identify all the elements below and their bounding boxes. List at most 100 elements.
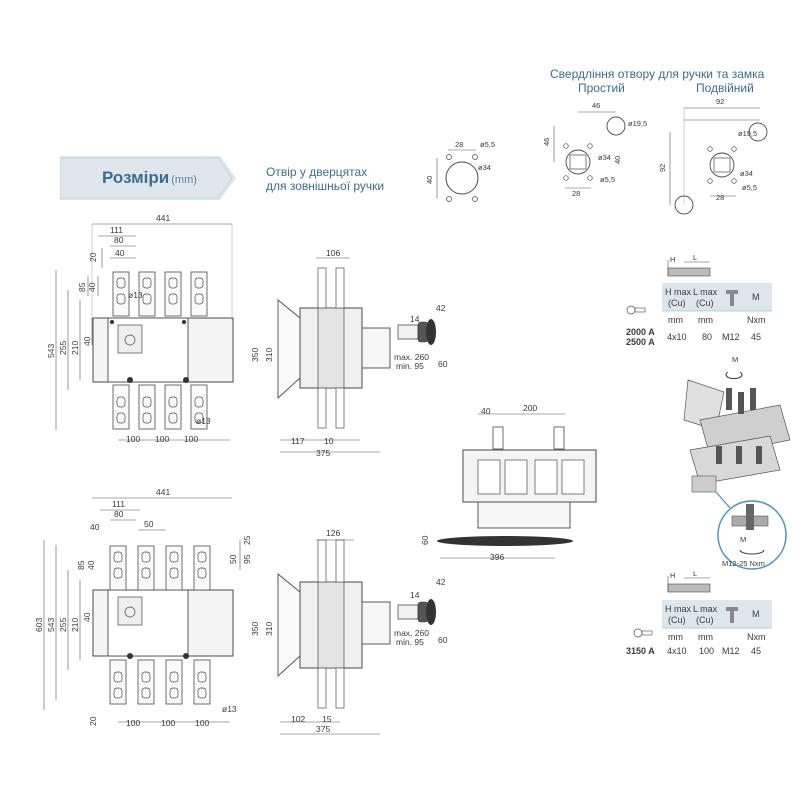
section-title: Розміри(mm) [102,168,197,187]
dim2-255: 255 [58,618,68,632]
dim2-95: 95 [242,554,252,564]
dim-top-40: 40 [481,406,491,416]
dim-100-c: 100 [184,434,198,444]
t1-row-label-1: 2000 A [626,327,655,337]
dim-drill-28: 28 [572,189,580,198]
dim-375: 375 [316,448,330,458]
door-hole-title: Отвір у дверцятах для зовнішньої ручки [266,165,384,193]
dim-d13-top: ø13 [128,290,143,300]
dim-door-40: 40 [425,176,434,184]
dim2-100-b: 100 [161,718,175,728]
dim-drill-46: 46 [592,101,600,110]
dim-drill-5-5: ø5,5 [600,175,615,184]
dim-40-mid: 40 [82,336,92,346]
t2-v-2: 100 [699,646,714,656]
dim2-375: 375 [316,724,330,734]
t1-h-m: M [752,292,760,302]
dim-drill-34: ø34 [598,153,611,162]
dim-drill2-5-5: ø5,5 [742,183,757,192]
dim2-50: 50 [144,519,154,529]
t2-h-hmax: H max [665,604,692,614]
side-view-3150a: 126 350 310 102 15 375 42 14 max. 260 mi… [250,528,448,735]
t2-h-hmax-cu: (Cu) [668,615,686,625]
dim-42: 42 [436,303,446,313]
terminal-table-3150a: H L H max (Cu) L max (Cu) M mm mm Nxm 31… [626,569,772,656]
t2-u-2: mm [698,632,713,642]
dim-drill2-28: 28 [716,193,724,202]
t1-v-3: M12 [722,332,740,342]
dim-117: 117 [291,436,305,446]
front-view-2000a: 441 111 80 40 20 85 40 543 255 210 40 ø1… [46,213,234,444]
t1-u-1: mm [668,315,683,325]
t1-h-lmax-cu: (Cu) [696,298,714,308]
dim-80: 80 [114,235,124,245]
dim2-40-side: 40 [86,560,96,570]
t1-v-4: 45 [751,332,761,342]
dim-door-5-5: ø5,5 [480,140,495,149]
dim2-100-c: 100 [195,718,209,728]
dim-40-top: 40 [115,248,125,258]
dim-100-a: 100 [126,434,140,444]
dim2-42: 42 [436,577,446,587]
t1-h-hmax: H max [665,287,692,297]
bolt-icon [726,607,738,623]
diag-m-top: M [732,355,738,364]
t2-u-4: Nxm [747,632,766,642]
dim-441: 441 [156,213,170,223]
dim2-543: 543 [46,618,56,632]
door-hole-detail: 28 40 ø5,5 ø34 [425,140,495,202]
drill-title: Свердління отвору для ручки та замка [550,67,765,81]
torque-label: M12-25 Nxm [722,559,765,568]
dim-210: 210 [70,341,80,355]
dim2-111: 111 [112,499,125,509]
dim-door-34: ø34 [478,163,491,172]
dim2-80: 80 [114,509,124,519]
dim-10: 10 [324,436,334,446]
section-banner [60,156,236,200]
diag-m-bottom: M [740,535,746,544]
dim-top-60: 60 [420,535,430,545]
t1-v-1: 4x10 [667,332,687,342]
t2-h-lmax: L max [693,604,718,614]
dim-310: 310 [264,348,274,362]
dim-543: 543 [46,344,56,358]
dim-maxmin-1: max. 260 [394,352,429,362]
dim-maxmin-2: min. 95 [396,361,424,371]
dim2-20: 20 [88,716,98,726]
t2-h-lmax-cu: (Cu) [696,615,714,625]
dim2-350: 350 [250,622,260,636]
dim-drill2-92-v: 92 [658,164,667,172]
dim2-50-side: 50 [228,554,238,564]
diag-h-2: H [670,571,675,580]
dim-200: 200 [523,403,537,413]
dim2-126: 126 [326,528,340,538]
dim2-d13: ø13 [222,704,237,714]
dim-40-side: 40 [87,282,97,292]
diag-l-1: L [693,253,697,262]
dim2-85: 85 [76,560,86,570]
dim2-14: 14 [410,590,420,600]
dim-255: 255 [58,341,68,355]
dim2-60: 60 [438,635,448,645]
t1-row-label-2: 2500 A [626,337,655,347]
t1-u-4: Nxm [747,315,766,325]
dim2-102: 102 [291,714,305,724]
dim-106: 106 [326,248,340,258]
t2-h-m: M [752,609,760,619]
dim2-441: 441 [156,487,170,497]
dim2-100-a: 100 [126,718,140,728]
dim2-310: 310 [264,622,274,636]
t2-row-label: 3150 A [626,646,655,656]
dim2-40-top: 40 [90,522,100,532]
dim2-maxmin-2: min. 95 [396,637,424,647]
drill-simple-label: Простий [578,81,625,95]
t2-u-1: mm [668,632,683,642]
drill-double-label: Подвійний [696,81,754,95]
dim-drill2-19-5: ø19,5 [738,129,757,138]
door-hole-title-line2: для зовнішньої ручки [266,179,385,193]
terminal-table-2000a: H L H max (Cu) L max (Cu) M mm mm Nxm 20… [626,253,772,347]
dim-85: 85 [77,282,87,292]
dim2-maxmin-1: max. 260 [394,628,429,638]
bolt-icon [726,290,738,306]
